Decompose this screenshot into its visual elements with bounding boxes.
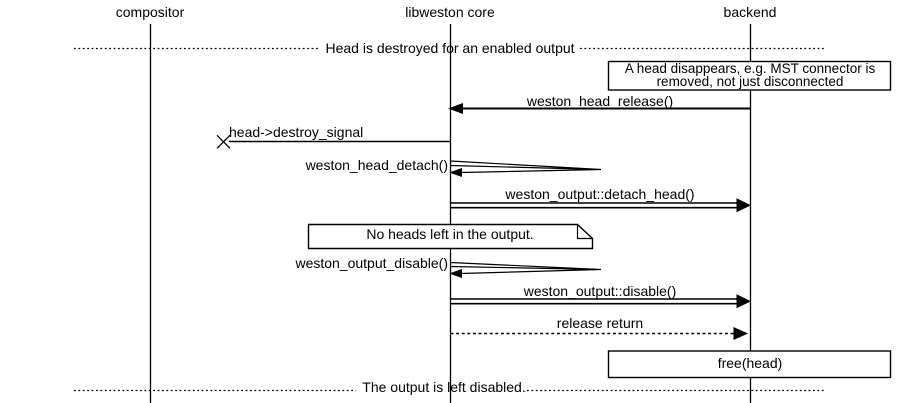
arrow-weston-output-detach-head: [450, 198, 751, 213]
arrowhead-left-icon: [449, 168, 462, 177]
message-label-weston-head-release: weston_head_release(): [526, 93, 674, 109]
box-head-disappears: [607, 60, 892, 91]
message-label-weston-head-detach: weston_head_detach(): [305, 157, 448, 173]
arrow-weston-output-disable-self: [449, 261, 602, 278]
box-free-head: [607, 350, 892, 379]
divider-top-label: Head is destroyed for an enabled output: [325, 40, 575, 56]
arrow-release-return: [450, 327, 748, 340]
arrow-weston-head-release: [448, 103, 751, 114]
message-label-head-destroy-signal: head->destroy_signal: [229, 124, 364, 140]
box-head-disappears-label: A head disappears, e.g. MST connector is…: [624, 61, 876, 89]
entity-label-libweston-core: libweston core: [405, 4, 495, 20]
arrow-weston-head-detach-self: [449, 160, 602, 177]
message-label-weston-output-disable: weston_output::disable(): [523, 283, 677, 299]
message-label-weston-output-disable-call: weston_output_disable(): [295, 255, 448, 271]
note-no-heads: [307, 223, 594, 250]
entity-label-backend: backend: [723, 4, 777, 20]
arrow-head-destroy-signal: [216, 134, 451, 149]
note-no-heads-label: No heads left in the output.: [366, 226, 534, 242]
arrowhead-right-icon: [733, 327, 748, 340]
arrowhead-right-icon: [736, 198, 751, 213]
message-label-release-return: release return: [556, 315, 644, 331]
arrowhead-left-icon: [448, 103, 463, 114]
message-label-weston-output-detach-head: weston_output::detach_head(): [505, 186, 695, 202]
arrowhead-right-icon: [736, 294, 751, 309]
arrowhead-left-icon: [449, 269, 462, 278]
arrow-weston-output-disable: [450, 294, 751, 309]
entity-label-compositor: compositor: [115, 4, 185, 20]
lost-message-x-icon: [216, 134, 231, 149]
divider-bottom-label: The output is left disabled.: [362, 379, 526, 395]
note-fold-corner-icon: [576, 224, 593, 240]
box-free-head-label: free(head): [717, 355, 783, 371]
